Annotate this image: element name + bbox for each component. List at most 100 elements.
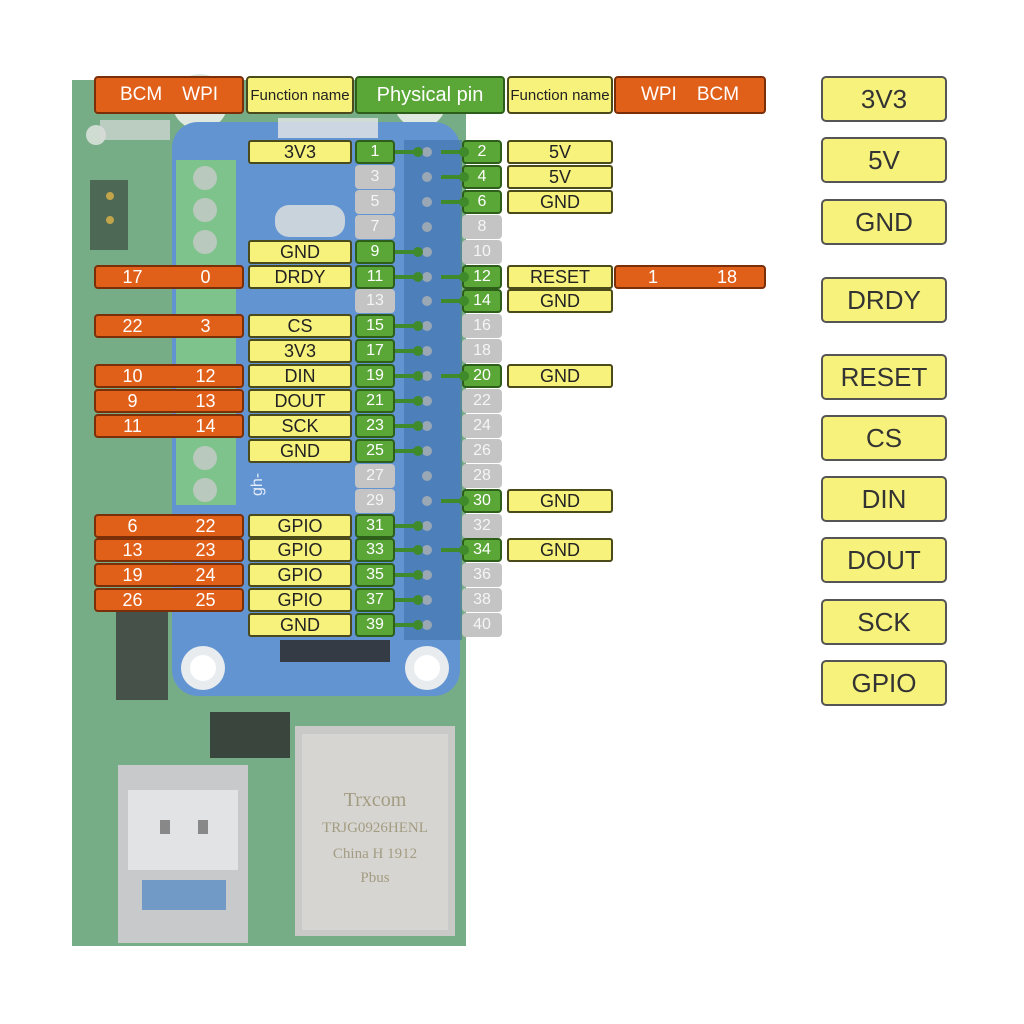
wpi-number: 25 [195, 589, 216, 610]
ethernet-model-text: TRJG0926HENL [322, 820, 428, 836]
function-label-pin-23: SCK [248, 414, 352, 438]
physical-pin-19: 19 [355, 364, 395, 388]
right-wpi-header: WPI [640, 84, 677, 105]
physical-pin-24: 24 [462, 414, 502, 438]
pin-6-connector [441, 197, 469, 207]
function-label-pin-4: 5V [507, 165, 613, 189]
physical-pin-25: 25 [355, 439, 395, 463]
right-function-header: Function name [507, 76, 613, 114]
gpio-numbers-pin-21: 9 13 [94, 389, 244, 413]
gpio-numbers-pin-33: 13 23 [94, 538, 244, 562]
physical-pin-32: 32 [462, 514, 502, 538]
pin-11-connector [395, 272, 423, 282]
header-pin-dot [422, 272, 432, 282]
physical-pin-7: 7 [355, 215, 395, 239]
pin-2-connector [441, 147, 469, 157]
header-pin-dot [422, 346, 432, 356]
left-function-header: Function name [246, 76, 354, 114]
header-pin-dot [422, 147, 432, 157]
function-label-pin-17: 3V3 [248, 339, 352, 363]
physical-pin-header: Physical pin [355, 76, 505, 114]
physical-pin-22: 22 [462, 389, 502, 413]
physical-pin-39: 39 [355, 613, 395, 637]
header-pin-dot [422, 371, 432, 381]
wpi-number: 23 [195, 539, 216, 560]
ethernet-origin-text: China H 1912 [333, 846, 417, 862]
function-label-pin-1: 3V3 [248, 140, 352, 164]
function-label-pin-33: GPIO [248, 538, 352, 562]
pin-12-connector [441, 272, 469, 282]
pin-37-connector [395, 595, 423, 605]
wpi-number: 13 [195, 390, 216, 411]
function-label-pin-19: DIN [248, 364, 352, 388]
header-pin-dot [422, 620, 432, 630]
pin-9-connector [395, 247, 423, 257]
legend-item-3v3: 3V3 [821, 76, 947, 122]
physical-pin-36: 36 [462, 563, 502, 587]
header-pin-dot [422, 421, 432, 431]
function-label-pin-21: DOUT [248, 389, 352, 413]
physical-pin-26: 26 [462, 439, 502, 463]
pin-1-connector [395, 147, 423, 157]
wpi-number: 14 [195, 415, 216, 436]
physical-pin-11: 11 [355, 265, 395, 289]
physical-pin-30: 30 [462, 489, 502, 513]
wpi-number: 3 [200, 315, 211, 336]
wpi-number: 0 [200, 266, 211, 287]
header-pin-dot [422, 222, 432, 232]
header-pin-dot [422, 521, 432, 531]
function-label-pin-25: GND [248, 439, 352, 463]
physical-pin-21: 21 [355, 389, 395, 413]
bcm-number: 22 [122, 315, 143, 336]
gpio-numbers-pin-19: 10 12 [94, 364, 244, 388]
header-pin-dot [422, 496, 432, 506]
physical-pin-29: 29 [355, 489, 395, 513]
legend-item-gpio: GPIO [821, 660, 947, 706]
physical-pin-5: 5 [355, 190, 395, 214]
bcm-number: 19 [122, 564, 143, 585]
physical-pin-3: 3 [355, 165, 395, 189]
pin-20-connector [441, 371, 469, 381]
bcm-number: 10 [122, 365, 143, 386]
legend-item-5v: 5V [821, 137, 947, 183]
pin-35-connector [395, 570, 423, 580]
header-pin-dot [422, 172, 432, 182]
wpi-number: 22 [195, 515, 216, 536]
header-pin-dot [422, 570, 432, 580]
physical-pin-9: 9 [355, 240, 395, 264]
pin-34-connector [441, 545, 469, 555]
physical-pin-13: 13 [355, 289, 395, 313]
function-label-pin-2: 5V [507, 140, 613, 164]
physical-pin-10: 10 [462, 240, 502, 264]
function-label-pin-14: GND [507, 289, 613, 313]
physical-pin-40: 40 [462, 613, 502, 637]
wpi-number: 12 [195, 365, 216, 386]
function-label-pin-20: GND [507, 364, 613, 388]
physical-pin-27: 27 [355, 464, 395, 488]
pin-39-connector [395, 620, 423, 630]
function-label-pin-31: GPIO [248, 514, 352, 538]
ethernet-extra-text: Pbus [360, 870, 389, 886]
physical-pin-23: 23 [355, 414, 395, 438]
pin-19-connector [395, 371, 423, 381]
legend-item-cs: CS [821, 415, 947, 461]
physical-pin-17: 17 [355, 339, 395, 363]
physical-pin-37: 37 [355, 588, 395, 612]
bcm-number: 11 [123, 415, 142, 436]
function-label-pin-37: GPIO [248, 588, 352, 612]
gpio-numbers-pin-15: 22 3 [94, 314, 244, 338]
function-label-pin-11: DRDY [248, 265, 352, 289]
function-label-pin-6: GND [507, 190, 613, 214]
function-label-pin-15: CS [248, 314, 352, 338]
bcm-number: 13 [122, 539, 143, 560]
right-wpi-bcm-header: WPI BCM [614, 76, 766, 114]
bcm-number: 9 [127, 390, 138, 411]
pin-14-connector [441, 296, 469, 306]
pin-21-connector [395, 396, 423, 406]
physical-pin-18: 18 [462, 339, 502, 363]
header-pin-dot [422, 595, 432, 605]
pin-25-connector [395, 446, 423, 456]
